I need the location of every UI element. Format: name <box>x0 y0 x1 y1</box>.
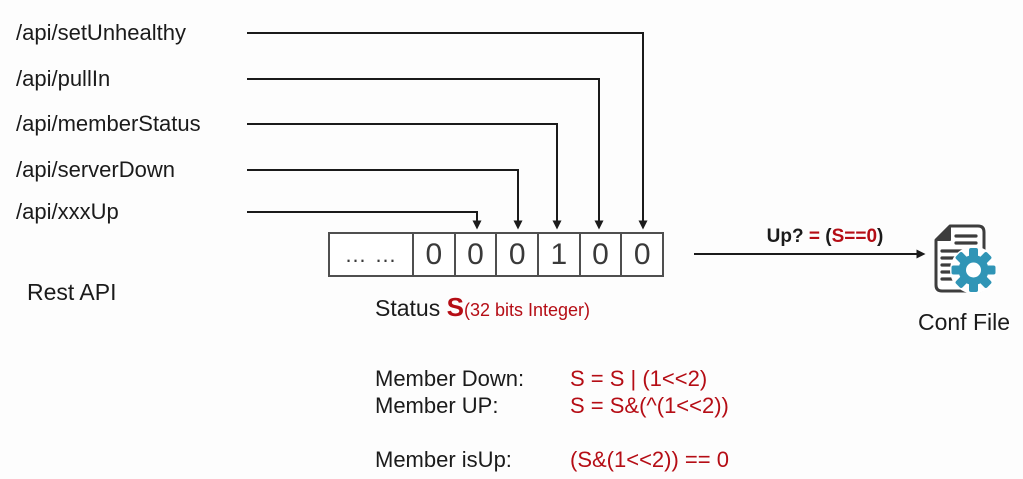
status-bit-register: … … 0 0 0 1 0 0 <box>328 232 664 277</box>
conf-file-label: Conf File <box>917 309 1011 335</box>
register-cell-bit2: 0 <box>495 234 537 275</box>
register-cell-bit0: 0 <box>412 234 454 275</box>
formula-label: Member Down: <box>375 366 525 391</box>
condition-seg-3: ( <box>825 226 832 247</box>
condition-seg-4: S==0 <box>831 226 878 247</box>
endpoint-memberStatus: /api/memberStatus <box>16 111 201 136</box>
condition-seg-1: Up? <box>766 226 809 247</box>
register-cell-bit3: 1 <box>537 234 579 275</box>
arrow-memberStatus-to-bit <box>247 123 562 230</box>
up-condition-label: Up? = (S==0) <box>737 226 913 248</box>
condition-seg-5: ) <box>877 226 884 247</box>
register-cell-bit1: 0 <box>453 234 496 275</box>
page-fold <box>935 225 951 241</box>
formula-expression: (S&(1<<2)) == 0 <box>570 447 729 472</box>
register-cell-bit5: 0 <box>620 234 662 275</box>
formula-expression: S = S&(^(1<<2)) <box>570 393 729 418</box>
endpoint-serverDown: /api/serverDown <box>16 157 175 182</box>
formula-member-down: Member Down: S = S | (1<<2) <box>375 365 707 392</box>
formula-label: Member isUp: <box>375 447 512 472</box>
arrow-xxxUp-to-bit <box>247 211 482 230</box>
status-caption-note: (32 bits Integer) <box>463 300 591 320</box>
gear-icon <box>950 246 997 294</box>
status-caption: Status S(32 bits Integer) <box>375 292 590 323</box>
endpoint-xxxUp: /api/xxxUp <box>16 199 119 224</box>
arrow-pullIn-to-bit <box>247 78 604 230</box>
status-caption-prefix: Status <box>375 295 447 321</box>
condition-seg-2: = <box>808 226 826 247</box>
register-cell-ellipsis: … … <box>344 241 398 267</box>
formula-member-up: Member UP: S = S&(^(1<<2)) <box>375 392 729 419</box>
register-cell-bit4: 0 <box>578 234 621 275</box>
endpoint-setUnhealthy: /api/setUnhealthy <box>16 20 186 45</box>
arrow-setUnhealthy-to-bit <box>247 32 648 230</box>
document-gear-icon <box>934 224 997 294</box>
status-caption-symbol: S <box>446 292 464 322</box>
formula-member-isup: Member isUp: (S&(1<<2)) == 0 <box>375 446 729 473</box>
endpoint-pullIn: /api/pullIn <box>16 66 111 91</box>
rest-api-group-label: Rest API <box>27 279 117 305</box>
arrow-serverDown-to-bit <box>247 169 523 230</box>
formula-expression: S = S | (1<<2) <box>570 366 708 391</box>
formula-label: Member UP: <box>375 393 499 418</box>
